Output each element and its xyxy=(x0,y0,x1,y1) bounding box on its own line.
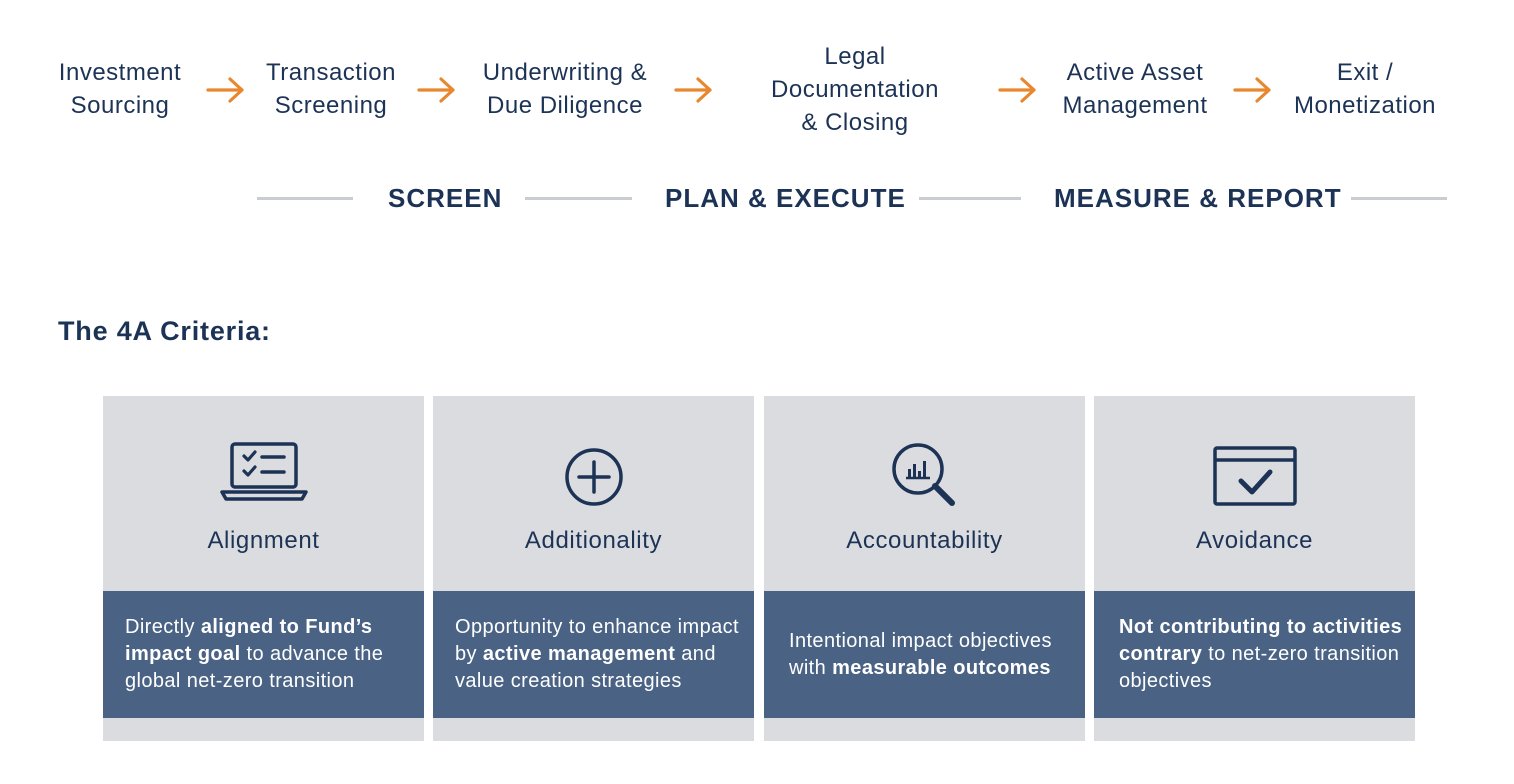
card-title: Additionality xyxy=(524,527,663,554)
process-step-legal-documentation: Legal Documentation & Closing xyxy=(771,43,939,136)
laptop-checklist-icon xyxy=(219,442,308,501)
process-step-active-asset-management: Active Asset Management xyxy=(1062,59,1208,119)
phase-label-measure-report: MEASURE & REPORT xyxy=(1054,183,1342,213)
card-description: Not contributing to activities contrary … xyxy=(1094,591,1415,718)
plus-circle-icon xyxy=(564,448,623,506)
arrow-right-icon xyxy=(206,77,244,103)
magnifier-chart-icon xyxy=(891,443,955,506)
phase-label-screen: SCREEN xyxy=(388,183,503,213)
phase-divider xyxy=(1351,197,1447,200)
card-title: Avoidance xyxy=(1195,527,1314,554)
criteria-card-avoidance: Avoidance Not contributing to activities… xyxy=(1094,396,1415,741)
process-step-underwriting: Underwriting & Due Diligence xyxy=(482,59,648,119)
phase-label-plan-execute: PLAN & EXECUTE xyxy=(665,183,906,213)
card-description: Directly aligned to Fund’s impact goal t… xyxy=(103,591,424,718)
criteria-card-alignment: Alignment Directly aligned to Fund’s imp… xyxy=(103,396,424,741)
criteria-card-additionality: Additionality Opportunity to enhance imp… xyxy=(433,396,754,741)
phase-divider xyxy=(525,197,632,200)
criteria-card-accountability: Accountability Intentional impact object… xyxy=(764,396,1085,741)
card-description: Intentional impact objectives with measu… xyxy=(764,591,1085,718)
card-title: Alignment xyxy=(207,527,320,554)
criteria-section-title: The 4A Criteria: xyxy=(58,316,271,346)
process-step-exit-monetization: Exit / Monetization xyxy=(1293,59,1437,119)
arrow-right-icon xyxy=(1233,77,1271,103)
arrow-right-icon xyxy=(998,77,1036,103)
phase-divider xyxy=(257,197,353,200)
card-title: Accountability xyxy=(846,527,1003,554)
arrow-right-icon xyxy=(417,77,455,103)
card-description: Opportunity to enhance impact by active … xyxy=(433,591,754,718)
browser-check-icon xyxy=(1212,446,1297,506)
phase-divider xyxy=(919,197,1021,200)
arrow-right-icon xyxy=(674,77,712,103)
process-step-investment-sourcing: Investment Sourcing xyxy=(58,59,182,119)
process-step-transaction-screening: Transaction Screening xyxy=(266,59,396,119)
